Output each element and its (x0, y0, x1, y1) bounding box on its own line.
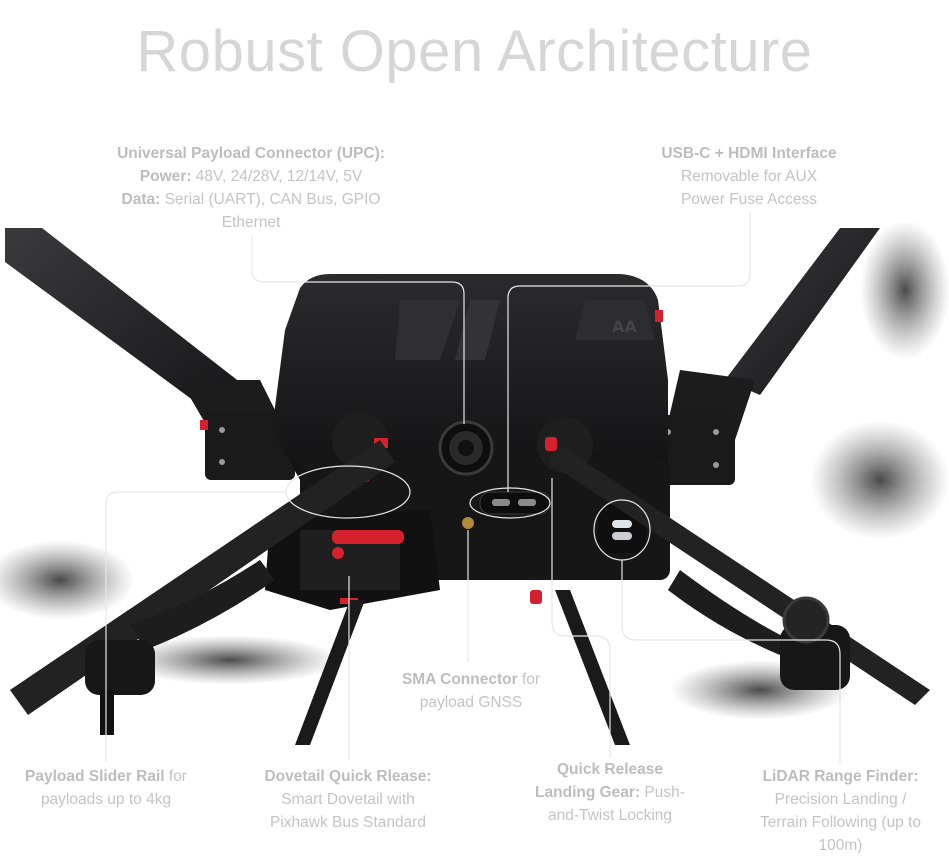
usbc-heading: USB-C + HDMI Interface (661, 145, 837, 162)
callout-payload-slider: Payload Slider Rail for payloads up to 4… (0, 765, 212, 811)
callout-sma: SMA Connector for payload GNSS (366, 668, 576, 714)
sma-connector (462, 517, 474, 529)
upc-data-label: Data: (121, 191, 161, 208)
callout-lidar: LiDAR Range Finder: Precision Landing / … (732, 765, 949, 857)
upc-data-cont: Ethernet (221, 214, 281, 231)
callout-lines (105, 212, 841, 762)
lidar-line3: 100m) (818, 837, 863, 854)
slider-line2: payloads up to 4kg (40, 791, 172, 808)
lidar-heading: LiDAR Range Finder: (762, 768, 919, 785)
dovetail-heading: Dovetail Quick Rlease: (264, 768, 432, 785)
callout-dovetail: Dovetail Quick Rlease: Smart Dovetail wi… (232, 765, 464, 834)
landing-suffix: Push- (640, 784, 685, 801)
slider-suffix: for (164, 768, 187, 785)
upc-power-label: Power: (139, 168, 192, 185)
dovetail-line1: Smart Dovetail with (281, 791, 415, 808)
sma-line2: payload GNSS (419, 694, 523, 711)
landing-gear (295, 590, 630, 745)
dovetail-line2: Pixhawk Bus Standard (270, 814, 426, 831)
sma-suffix: for (517, 671, 541, 688)
slider-heading: Payload Slider Rail (25, 768, 165, 785)
upc-connector (438, 420, 494, 476)
upc-data-value: Serial (UART), CAN Bus, GPIO (160, 191, 381, 208)
page-title: Robust Open Architecture (136, 19, 813, 84)
landing-line2: and-Twist Locking (547, 807, 673, 824)
usbc-line2: Power Fuse Access (680, 191, 818, 208)
dovetail-plate (265, 472, 440, 610)
callout-landing-gear: Quick Release Landing Gear: Push- and-Tw… (508, 758, 712, 827)
callout-usbc-hdmi: USB-C + HDMI Interface Removable for AUX… (612, 142, 886, 211)
landing-heading1: Quick Release (557, 761, 663, 778)
usbc-hdmi-ports (479, 491, 551, 515)
sma-heading: SMA Connector (401, 671, 518, 688)
upc-heading: Universal Payload Connector (UPC): (117, 145, 385, 162)
lidar-line2: Terrain Following (up to (759, 814, 922, 831)
svg-text:AA: AA (612, 317, 637, 336)
landing-heading2: Landing Gear: (535, 784, 641, 801)
motors (85, 596, 850, 735)
usbc-line1: Removable for AUX (680, 168, 818, 185)
propeller-blur (0, 220, 949, 720)
upc-power-value: 48V, 24/28V, 12/14V, 5V (191, 168, 363, 185)
callout-upc: Universal Payload Connector (UPC): Power… (70, 142, 432, 234)
lidar-line1: Precision Landing / (774, 791, 907, 808)
